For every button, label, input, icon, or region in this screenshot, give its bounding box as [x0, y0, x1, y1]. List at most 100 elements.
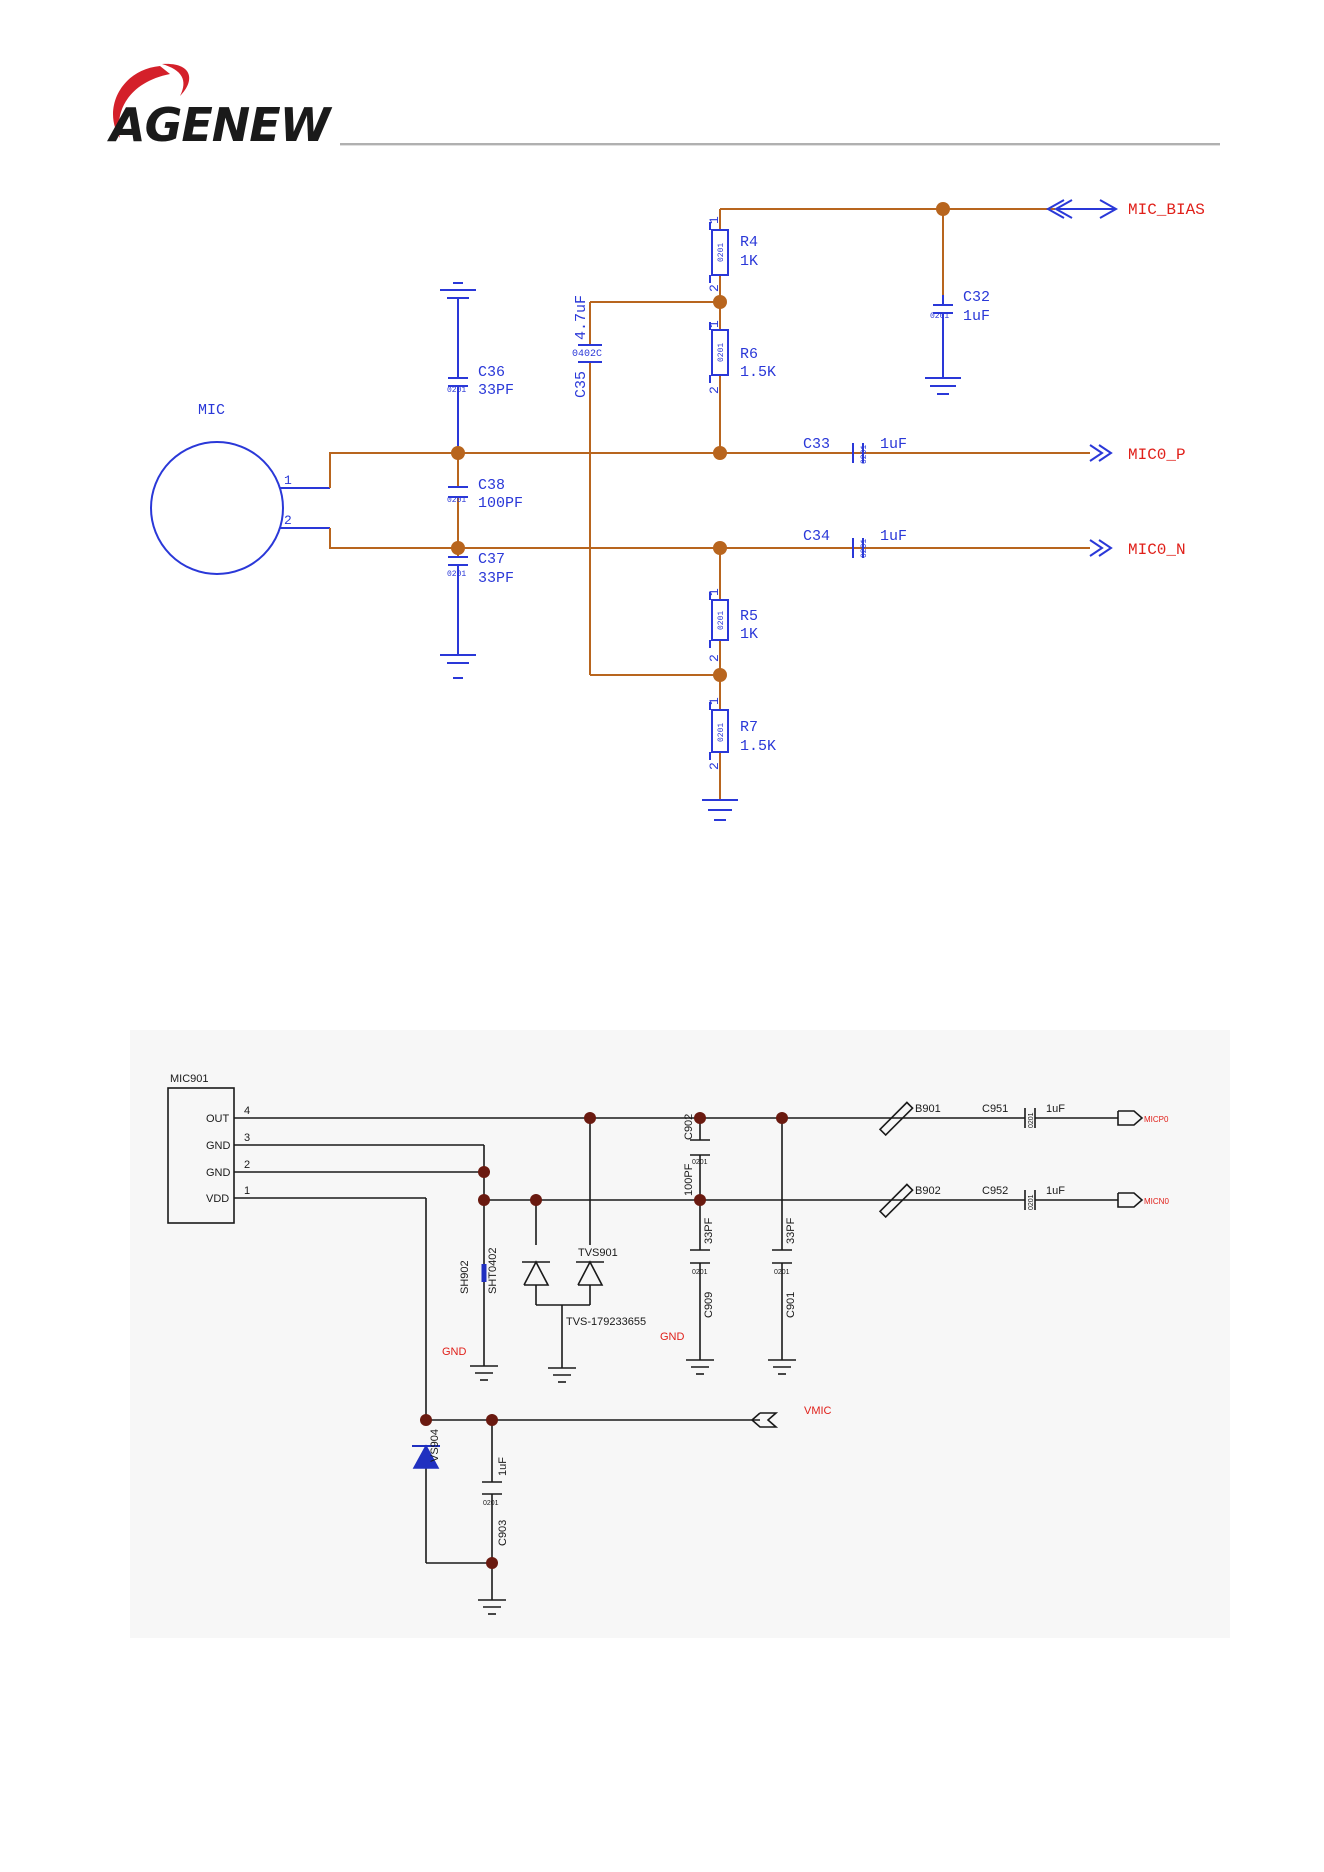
net-vmic: VMIC	[804, 1405, 832, 1417]
c36-value: 33PF	[478, 382, 514, 399]
pin-number: 2	[707, 386, 722, 394]
tvs901-ref: TVS901	[578, 1247, 618, 1259]
pin-num-1: 1	[244, 1185, 250, 1197]
net-mic-bias: MIC_BIAS	[1128, 201, 1205, 219]
logo-swoosh-icon	[113, 63, 190, 138]
junction-dot	[713, 668, 727, 682]
junction-dot	[451, 446, 465, 460]
r6-value: 1.5K	[740, 364, 776, 381]
net-micp0: MICP0	[1144, 1115, 1169, 1124]
junction-dot	[478, 1194, 490, 1206]
r4-ref: R4	[740, 234, 758, 251]
c37-pkg: 0201	[447, 570, 466, 579]
r7-value: 1.5K	[740, 738, 776, 755]
c902-value: 100PF	[683, 1163, 695, 1196]
junction-dot	[478, 1166, 490, 1178]
mic-pin-1: 1	[284, 473, 292, 488]
c34-ref: C34	[803, 528, 830, 545]
junction-dot	[584, 1112, 596, 1124]
junction-dot	[713, 295, 727, 309]
net-mic0-n: MIC0_N	[1128, 541, 1186, 559]
mic901-connector	[167, 1087, 235, 1224]
c903-ref: C903	[497, 1520, 509, 1546]
c35-ref: C35	[573, 371, 590, 398]
pin-number: 1	[707, 320, 722, 328]
c36-ref: C36	[478, 364, 505, 381]
c951-ref: C951	[982, 1103, 1008, 1115]
mic901-ref: MIC901	[170, 1073, 209, 1085]
r4-value: 1K	[740, 253, 758, 270]
agenew-logo: AGENEW	[100, 60, 330, 152]
vs904-ref: VS904	[429, 1429, 441, 1462]
c33-value: 1uF	[880, 436, 907, 453]
c37-ref: C37	[478, 551, 505, 568]
c32-value: 1uF	[963, 308, 990, 325]
c32-pkg: 0201	[930, 312, 949, 321]
net-gnd: GND	[660, 1331, 685, 1343]
header-rule	[340, 143, 1220, 146]
r5-pkg: 0201	[717, 611, 726, 630]
c34-value: 1uF	[880, 528, 907, 545]
junction-dot	[713, 446, 727, 460]
pin-name-gnd: GND	[206, 1167, 231, 1179]
r6-ref: R6	[740, 346, 758, 363]
c952-pkg: 0201	[1028, 1194, 1035, 1210]
c32-ref: C32	[963, 289, 990, 306]
junction-dot	[936, 202, 950, 216]
junction-dot	[420, 1414, 432, 1426]
c909-value: 33PF	[703, 1217, 715, 1244]
c33-pkg: 0201	[860, 445, 869, 464]
junction-dot	[530, 1194, 542, 1206]
c952-ref: C952	[982, 1185, 1008, 1197]
mic-element	[150, 441, 284, 575]
junction-dot	[713, 541, 727, 555]
c38-pkg: 0201	[447, 496, 466, 505]
c34-pkg: 0201	[860, 539, 869, 558]
net-mic0-p: MIC0_P	[1128, 446, 1186, 464]
pin-number: 2	[707, 654, 722, 662]
junction-dot	[451, 541, 465, 555]
r5-ref: R5	[740, 608, 758, 625]
mic-pin-2: 2	[284, 513, 292, 528]
pin-name-out: OUT	[206, 1113, 230, 1125]
r7-ref: R7	[740, 719, 758, 736]
r6-pkg: 0201	[717, 343, 726, 362]
c903-pkg: 0201	[483, 1500, 499, 1507]
junction-dot	[694, 1194, 706, 1206]
r4-pkg: 0201	[717, 243, 726, 262]
pin-num-2: 2	[244, 1159, 250, 1171]
r7-pkg: 0201	[717, 723, 726, 742]
c901-ref: C901	[785, 1292, 797, 1318]
sh902-ref: SH902	[459, 1260, 471, 1294]
c902-pkg: 0201	[692, 1159, 708, 1166]
pin-number: 2	[707, 284, 722, 292]
pin-number: 1	[707, 588, 722, 596]
pin-name-vdd: VDD	[206, 1193, 229, 1205]
logo-text: AGENEW	[110, 98, 330, 152]
b901-ref: B901	[915, 1103, 941, 1115]
b902-ref: B902	[915, 1185, 941, 1197]
c36-pkg: 0201	[447, 386, 466, 395]
schematic-panel	[130, 1030, 1230, 1638]
junction-dot	[776, 1112, 788, 1124]
mic-label: MIC	[198, 402, 225, 419]
c37-value: 33PF	[478, 570, 514, 587]
r5-value: 1K	[740, 626, 758, 643]
c38-value: 100PF	[478, 495, 523, 512]
c902-ref: C902	[683, 1114, 695, 1140]
c38-ref: C38	[478, 477, 505, 494]
net-micn0: MICN0	[1144, 1197, 1169, 1206]
pin-name-gnd: GND	[206, 1140, 231, 1152]
sh902-pkg: SHT0402	[487, 1248, 499, 1294]
c903-value: 1uF	[497, 1457, 509, 1476]
c951-pkg: 0201	[1028, 1112, 1035, 1128]
c909-ref: C909	[703, 1292, 715, 1318]
junction-dot	[694, 1112, 706, 1124]
tvs-part-number: TVS-179233655	[566, 1316, 646, 1328]
c33-ref: C33	[803, 436, 830, 453]
pin-number: 1	[707, 697, 722, 705]
c901-value: 33PF	[785, 1217, 797, 1244]
